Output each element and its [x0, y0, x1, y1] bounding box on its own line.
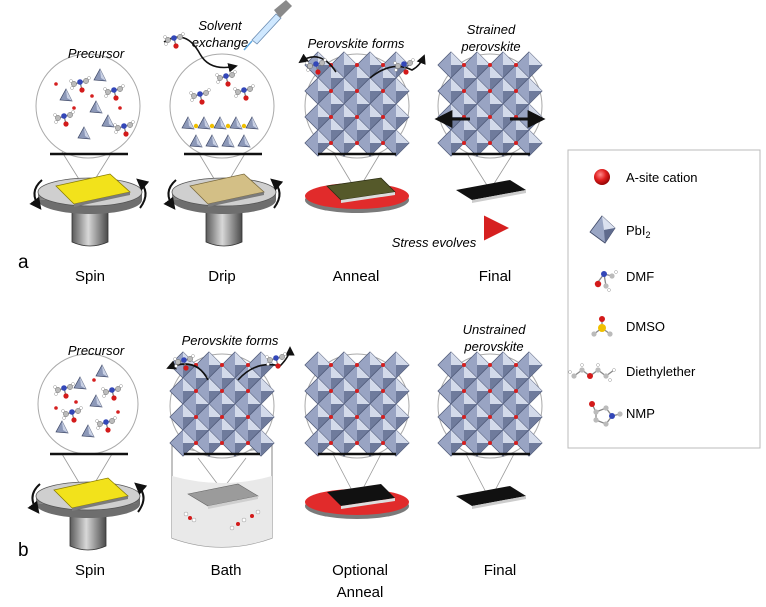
- spin-coater-drip: [163, 173, 284, 247]
- unstrained-label-line2: perovskite: [463, 339, 523, 354]
- diethylether-molecule-icon: [568, 363, 616, 382]
- bubble-label-precursor-b: Precursor: [68, 343, 125, 358]
- spin-coater-b: [27, 477, 148, 551]
- step-anneal-a: Anneal: [333, 268, 380, 285]
- bubble-perovskite-forms-b: [169, 352, 275, 459]
- step-drip: Drip: [208, 268, 236, 285]
- step-final-b: Final: [484, 562, 517, 579]
- panel-b-letter: b: [18, 540, 29, 561]
- escape-arrow-left-b: [166, 360, 209, 381]
- bubble-label-perovskite-forms-a: Perovskite forms: [308, 36, 405, 51]
- legend-label-diethylether: Diethylether: [626, 364, 696, 379]
- legend: A-site cation PbI2 DMF: [567, 149, 761, 449]
- panel-a-letter: a: [18, 252, 29, 273]
- red-sphere-icon: [594, 169, 610, 185]
- legend-label-nmp: NMP: [626, 406, 655, 421]
- bubble-anneal-b: [304, 352, 410, 459]
- hotplate-anneal-a: [305, 177, 409, 213]
- bubble-label-precursor-a: Precursor: [68, 46, 125, 61]
- legend-label-cation: A-site cation: [626, 170, 698, 185]
- octahedron-icon: [589, 215, 616, 244]
- step-bath: Bath: [211, 562, 242, 579]
- bubble-precursor-b: [37, 353, 139, 456]
- bubble-perovskite-forms-a: [304, 52, 410, 159]
- unstrained-label-line1: Unstrained: [463, 322, 527, 337]
- nmp-molecule-icon: [589, 401, 623, 427]
- step-final-a: Final: [479, 268, 512, 285]
- spin-coater-a: [29, 173, 150, 247]
- strained-label-line1: Strained: [467, 22, 516, 37]
- bubble-precursor-a: [35, 53, 141, 159]
- legend-label-dmso: DMSO: [626, 319, 665, 334]
- escape-arrow-left-a: [298, 53, 337, 73]
- pipette-icon: [243, 0, 292, 51]
- solvent-exchange-label-line1: Solvent: [198, 18, 243, 33]
- solvent-exchange-label-line2: exchange: [192, 35, 248, 50]
- dmso-molecule-icon: [591, 316, 613, 337]
- bubble-label-perovskite-forms-b: Perovskite forms: [182, 333, 279, 348]
- bubble-solvent-exchange: [169, 53, 275, 159]
- dmf-molecule-icon: [594, 270, 618, 292]
- stress-evolves-label: Stress evolves: [392, 235, 477, 250]
- strained-label-line2: perovskite: [460, 39, 520, 54]
- final-film-a: [456, 180, 526, 203]
- step-optional: Optional: [332, 562, 388, 579]
- bubble-unstrained-perovskite: [437, 352, 543, 459]
- step-anneal-b: Anneal: [337, 584, 384, 601]
- step-spin-b: Spin: [75, 562, 105, 579]
- escape-arrow-right-a: [369, 54, 426, 79]
- hotplate-anneal-b: [305, 484, 409, 519]
- step-spin-a: Spin: [75, 268, 105, 285]
- final-film-b: [456, 486, 526, 509]
- legend-label-dmf: DMF: [626, 269, 654, 284]
- bubble-strained-perovskite: [434, 52, 546, 159]
- legend-label-pbi2: PbI2: [626, 223, 651, 240]
